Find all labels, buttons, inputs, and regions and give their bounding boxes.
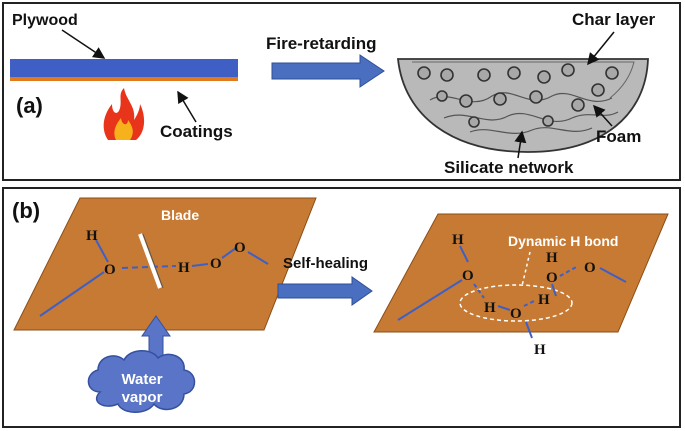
blade-icon bbox=[138, 233, 162, 289]
atom-o: O bbox=[104, 262, 116, 278]
right-bond-3 bbox=[497, 305, 511, 311]
atom-h: H bbox=[86, 228, 98, 244]
char-layer-label: Char layer bbox=[572, 10, 656, 29]
atom-o: O bbox=[210, 256, 222, 272]
coating-layer bbox=[10, 77, 238, 81]
char-layer-pointer bbox=[587, 31, 615, 66]
right-bond-1 bbox=[397, 279, 463, 321]
atom-h: H bbox=[452, 232, 464, 248]
left-hbond-dash bbox=[121, 265, 177, 269]
dynamic-bond-region bbox=[459, 284, 573, 322]
right-bond-6 bbox=[551, 283, 557, 297]
atom-h: H bbox=[534, 342, 546, 358]
panel-a-letter: (a) bbox=[16, 93, 43, 118]
atom-o: O bbox=[234, 240, 246, 256]
atom-o: O bbox=[584, 260, 596, 276]
blade-edge bbox=[142, 233, 164, 289]
water-vapor-cloud bbox=[87, 350, 196, 413]
left-bond-1 bbox=[39, 271, 105, 317]
self-healing-arrow bbox=[277, 276, 373, 306]
panel-b-frame bbox=[2, 187, 681, 428]
left-bond-3 bbox=[191, 263, 209, 267]
atom-o: O bbox=[510, 306, 522, 322]
coatings-pointer bbox=[177, 90, 197, 123]
fire-retarding-label: Fire-retarding bbox=[266, 34, 377, 53]
water-vapor-label-line1: Water bbox=[121, 371, 162, 388]
left-bond-4 bbox=[221, 247, 237, 259]
char-bowl bbox=[396, 58, 649, 153]
fire-retarding-arrow bbox=[271, 54, 385, 88]
water-vapor-label-line2: vapor bbox=[122, 389, 163, 406]
atom-o: O bbox=[546, 270, 558, 286]
right-hbond-1 bbox=[473, 283, 485, 299]
right-bond-5 bbox=[525, 321, 533, 339]
right-bond-2 bbox=[459, 245, 469, 263]
coatings-label: Coatings bbox=[160, 122, 233, 141]
silicate-pointer bbox=[514, 130, 527, 159]
plywood-board bbox=[10, 59, 238, 77]
panel-b-letter: (b) bbox=[12, 198, 40, 223]
atom-h: H bbox=[546, 250, 558, 266]
left-sheet bbox=[13, 197, 317, 331]
foam-pointer bbox=[592, 104, 613, 127]
atom-o: O bbox=[462, 268, 474, 284]
plywood-pointer bbox=[61, 29, 106, 59]
dynamic-h-bond-label: Dynamic H bond bbox=[508, 233, 618, 249]
silicate-network-label: Silicate network bbox=[444, 158, 574, 177]
right-bond-7 bbox=[559, 265, 579, 277]
atom-h: H bbox=[178, 260, 190, 276]
left-bond-5 bbox=[247, 251, 269, 265]
foam-label: Foam bbox=[596, 127, 641, 146]
panel-a-frame bbox=[2, 2, 681, 181]
atom-h: H bbox=[538, 292, 550, 308]
right-bond-8 bbox=[599, 267, 627, 283]
flame-icon bbox=[103, 88, 145, 140]
plywood-label: Plywood bbox=[12, 12, 78, 29]
right-sheet bbox=[373, 213, 669, 333]
blade-label: Blade bbox=[161, 207, 199, 223]
atom-h: H bbox=[484, 300, 496, 316]
self-healing-label: Self-healing bbox=[283, 255, 368, 272]
right-bond-4 bbox=[523, 299, 537, 307]
left-bond-2 bbox=[95, 239, 109, 263]
